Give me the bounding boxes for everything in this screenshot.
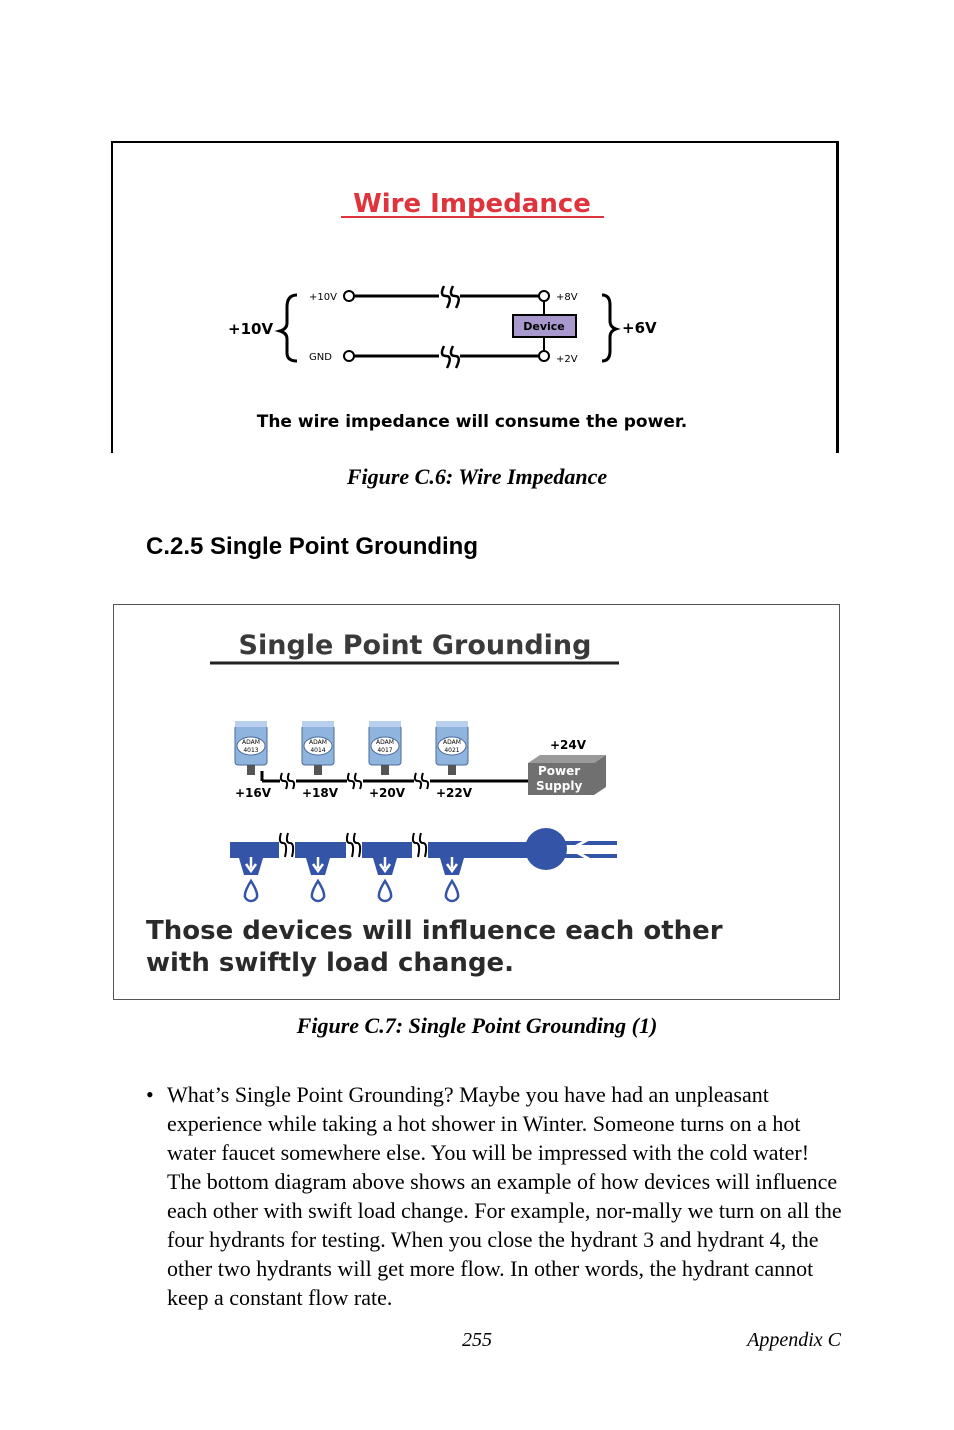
module-connector [381,765,389,775]
module-label-oval [303,736,333,756]
figure-footnote-line1: Those devices will influence each other [146,916,723,946]
bus-impedance-symbol [346,772,363,790]
module-brand: ADAM [376,739,394,746]
module-top [235,721,267,727]
power-supply-top [528,755,606,763]
module-connector [448,765,456,775]
flow-arrow-head [244,863,258,874]
top-right-terminal [538,290,550,302]
module-label-oval [236,736,266,756]
bullet-symbol: • [146,1082,154,1107]
module-brand: ADAM [443,739,461,746]
figure-caption-c6: Figure C.6: Wire Impedance [346,464,608,489]
module-top [436,721,468,727]
module-model: 4017 [377,747,392,754]
right-bracket [601,293,621,363]
flow-arrow-head [378,863,392,874]
bullet-paragraph: What’s Single Point Grounding? Maybe you… [167,1082,842,1310]
bottom-left-terminal-label: GND [309,352,332,363]
module-top [369,721,401,727]
single-point-grounding-diagram: Single Point Grounding ADAM4013ADAM4014A… [146,630,723,978]
module-voltage-label: +18V [302,786,339,800]
bus-impedance-symbol [413,772,430,790]
wire-impedance-diagram: Wire Impedance +10V +10V GND Device +8V … [228,189,688,432]
figure-footnote: The wire impedance will consume the powe… [257,412,688,432]
hydrant [306,857,330,903]
power-supply-label-line2: Supply [536,779,582,793]
bottom-left-terminal [343,350,355,362]
water-drop-icon [243,878,259,903]
left-bracket [274,293,298,363]
power-supply-label-line1: Power [538,764,580,778]
water-drop-icon [310,878,326,903]
water-pipe [230,842,544,858]
flow-arrow-head [445,863,459,874]
pipe-impedance-symbol [411,832,428,858]
bottom-impedance-symbol [440,345,460,369]
top-left-terminal-label: +10V [309,292,337,303]
pipe-impedance-symbol [345,832,362,858]
module-top [302,721,334,727]
pipe-impedance-symbol [278,832,295,858]
top-left-terminal [343,290,355,302]
bottom-right-terminal [538,350,550,362]
inlet-arrow [567,837,590,861]
section-heading: C.2.5 Single Point Grounding [146,533,479,560]
module-voltage-label: +16V [235,786,272,800]
flow-arrow-head [311,863,325,874]
water-drop-icon [377,878,393,903]
page-number: 255 [462,1329,492,1351]
left-voltage-label: +10V [228,320,273,338]
module-voltage-label: +20V [369,786,406,800]
figure-footnote-line2: with swiftly load change. [146,948,514,978]
module-label-oval [370,736,400,756]
bus-impedance-symbol [279,772,296,790]
module-connector [314,765,322,775]
device-label: Device [523,320,565,333]
top-impedance-symbol [440,285,460,309]
module-connector [247,765,255,775]
hydrant-group [239,832,464,903]
hydrant [440,857,464,903]
top-right-terminal-label: +8V [556,292,578,303]
wire-impedance-figure: Wire Impedance +10V +10V GND Device +8V … [111,141,839,453]
module-model: 4013 [243,747,258,754]
figure-caption-c7: Figure C.7: Single Point Grounding (1) [296,1013,658,1038]
figure-title: Wire Impedance [353,189,591,219]
power-supply-box [528,755,606,795]
figure-title: Single Point Grounding [239,630,592,661]
device-box [512,314,577,338]
pipe-junction [525,828,567,870]
water-drop-icon [444,878,460,903]
module-voltage-label: +22V [436,786,473,800]
footer-section-label: Appendix C [747,1329,841,1351]
module-model: 4021 [444,747,459,754]
module-brand: ADAM [242,739,260,746]
hydrant [239,857,263,903]
bus-impedance-symbols [279,772,430,790]
bullet-item: • What’s Single Point Grounding? Maybe y… [146,1080,846,1312]
module-model: 4014 [310,747,325,754]
hydrant [373,857,397,903]
supply-voltage-label: +24V [550,738,587,752]
module-voltage-labels: +16V +18V +20V +22V [235,786,473,800]
bottom-right-terminal-label: +2V [556,354,578,365]
module-brand: ADAM [309,739,327,746]
right-voltage-label: +6V [622,319,657,337]
module-label-oval [437,736,467,756]
